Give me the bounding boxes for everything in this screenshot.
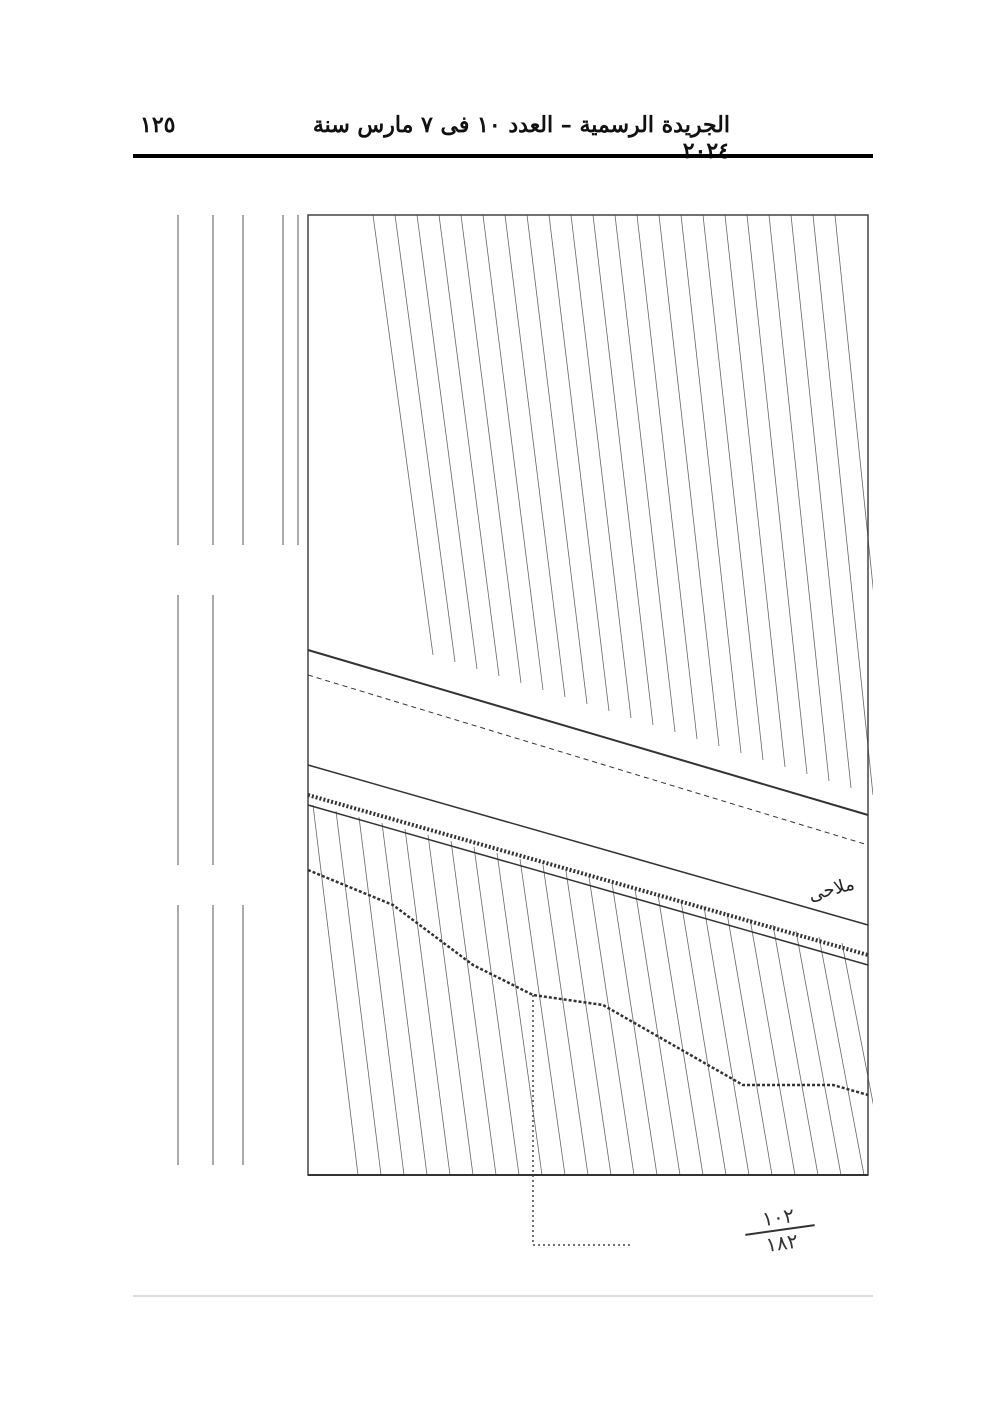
parcel-line	[657, 894, 704, 1176]
parcel-line	[404, 828, 451, 1176]
parcel-lines	[312, 214, 873, 1176]
parcel-line	[427, 834, 474, 1176]
parcel-line	[680, 900, 727, 1176]
parcel-line	[588, 876, 635, 1176]
cadastral-map: ملاحى	[177, 214, 873, 1246]
parcel-line	[482, 214, 544, 691]
parcel-line	[565, 870, 612, 1176]
parcel-line	[570, 214, 632, 719]
parcel-line	[358, 816, 405, 1176]
parcel-line	[772, 924, 819, 1176]
parcel-line	[519, 858, 566, 1176]
parcel-line	[726, 912, 773, 1176]
parcel-line	[592, 214, 654, 726]
map-label-navigation: ملاحى	[806, 874, 856, 906]
sheet-ref-bottom: ١٨٢	[764, 1228, 800, 1258]
parcel-line	[795, 930, 842, 1176]
parcel-line	[841, 942, 873, 1105]
sheet-reference: ١٠٢ ١٨٢	[741, 1200, 818, 1259]
parcel-line	[372, 214, 434, 656]
parcel-line	[473, 846, 520, 1176]
parcel-line	[634, 888, 681, 1176]
parcel-line	[312, 804, 359, 1176]
parcel-line	[818, 936, 865, 1176]
page-header-title: الجريدة الرسمية – العدد ١٠ فى ٧ مارس سنة…	[312, 112, 730, 164]
parcel-line	[611, 882, 658, 1176]
parcel-line	[614, 214, 676, 733]
parcel-line	[680, 214, 742, 754]
parcel-line	[658, 214, 720, 747]
parcel-line	[438, 214, 500, 677]
parcel-line	[335, 810, 382, 1176]
legend-strip	[177, 215, 299, 1165]
parcel-line	[381, 822, 428, 1176]
canal-road-band	[307, 649, 869, 966]
parcel-line	[496, 852, 543, 1176]
parcel-line	[749, 918, 796, 1176]
parcel-line	[504, 214, 566, 698]
parcel-line	[460, 214, 522, 684]
parcel-line	[542, 864, 589, 1176]
parcel-line	[702, 214, 764, 761]
dotted-boundary	[532, 995, 633, 1246]
parcel-line	[526, 214, 588, 705]
parcel-line	[812, 214, 873, 796]
parcel-line	[768, 214, 830, 782]
parcel-line	[724, 214, 786, 768]
boundary-line	[307, 868, 869, 1097]
header-rule	[133, 154, 873, 158]
parcel-line	[636, 214, 698, 740]
parcel-line	[394, 214, 456, 663]
parcel-line	[790, 214, 852, 789]
parcel-line	[416, 214, 478, 670]
parcel-line	[703, 906, 750, 1176]
parcel-line	[746, 214, 808, 775]
page-number: ١٢٥	[140, 112, 176, 138]
parcel-line	[450, 840, 497, 1176]
parcel-line	[548, 214, 610, 712]
bottom-rule	[133, 1295, 873, 1297]
parcel-line	[834, 214, 873, 591]
